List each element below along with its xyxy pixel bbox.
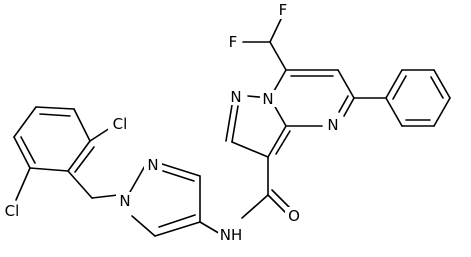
bond-ar-5-double (20, 136, 36, 164)
bond-ar-3-double (39, 113, 71, 117)
bond-c5-n4-double (338, 95, 349, 113)
bond-ph-4 (433, 97, 451, 127)
bond-ar-4 (13, 106, 37, 138)
atom-nitrogen-pyrazole-2: N (147, 156, 158, 174)
bond-pz-n1-n2 (129, 163, 147, 193)
bond-pz-c4-c5 (154, 221, 201, 237)
bond-ph-3-double (430, 76, 444, 99)
bond-pz-n2-c3-double (162, 170, 195, 182)
bond-n1-c2 (231, 105, 239, 143)
bond-ar-3 (35, 106, 75, 110)
bond-ph-1-double (392, 75, 407, 100)
bond-c2-c3 (231, 141, 269, 158)
bond-ph-1 (385, 69, 403, 99)
bond-ph-3 (433, 69, 451, 99)
bond-c5-n4 (343, 97, 355, 117)
bond-co-double-a (267, 194, 287, 214)
atom-fluorine-top: F (279, 1, 288, 19)
bond-pz-c4-c5-double (158, 214, 196, 228)
atom-nitrogen-pyrazole-1: N (119, 192, 130, 210)
bond-ar-1-double (74, 146, 95, 173)
bond-ar-6 (29, 167, 69, 172)
bond-ch2-aryl (67, 170, 93, 199)
bond-ph-6 (385, 97, 403, 127)
atom-nitrogen-bridgehead: N (262, 90, 273, 108)
bond-co-double-b (271, 189, 291, 209)
atom-nitrogen-pyrimidine: N (327, 116, 338, 134)
bond-pz-n2-c3 (161, 163, 201, 177)
bond-carbonyl-nh (241, 194, 269, 219)
atom-nitrogen-pyrazole-fused: N (230, 88, 241, 106)
bond-chf2-ring (269, 41, 287, 71)
atom-fluorine-left: F (229, 33, 238, 51)
atom-label-layer: F F N N N O NH N N Cl Cl (0, 1, 341, 244)
bond-c3-c3a-double (275, 130, 291, 155)
bond-c6-c5 (337, 69, 355, 99)
bond-ar-5 (13, 136, 31, 169)
bond-ar-1 (67, 140, 91, 172)
atom-chlorine-lower: Cl (5, 202, 20, 220)
atom-amide-nh: NH (220, 226, 243, 244)
bond-ar-2 (73, 108, 91, 142)
bond-cf-upper (269, 16, 283, 43)
bond-c3-c3a (267, 125, 287, 158)
atom-chlorine-upper: Cl (113, 115, 128, 133)
bond-pz-c5-n1 (131, 215, 156, 237)
bond-n1-ch2 (91, 194, 119, 199)
bond-ar-cl-upper (89, 127, 111, 142)
bond-n1-c2-double (225, 104, 233, 142)
bond-ar-cl-lower (15, 167, 31, 201)
atom-oxygen: O (288, 207, 300, 225)
